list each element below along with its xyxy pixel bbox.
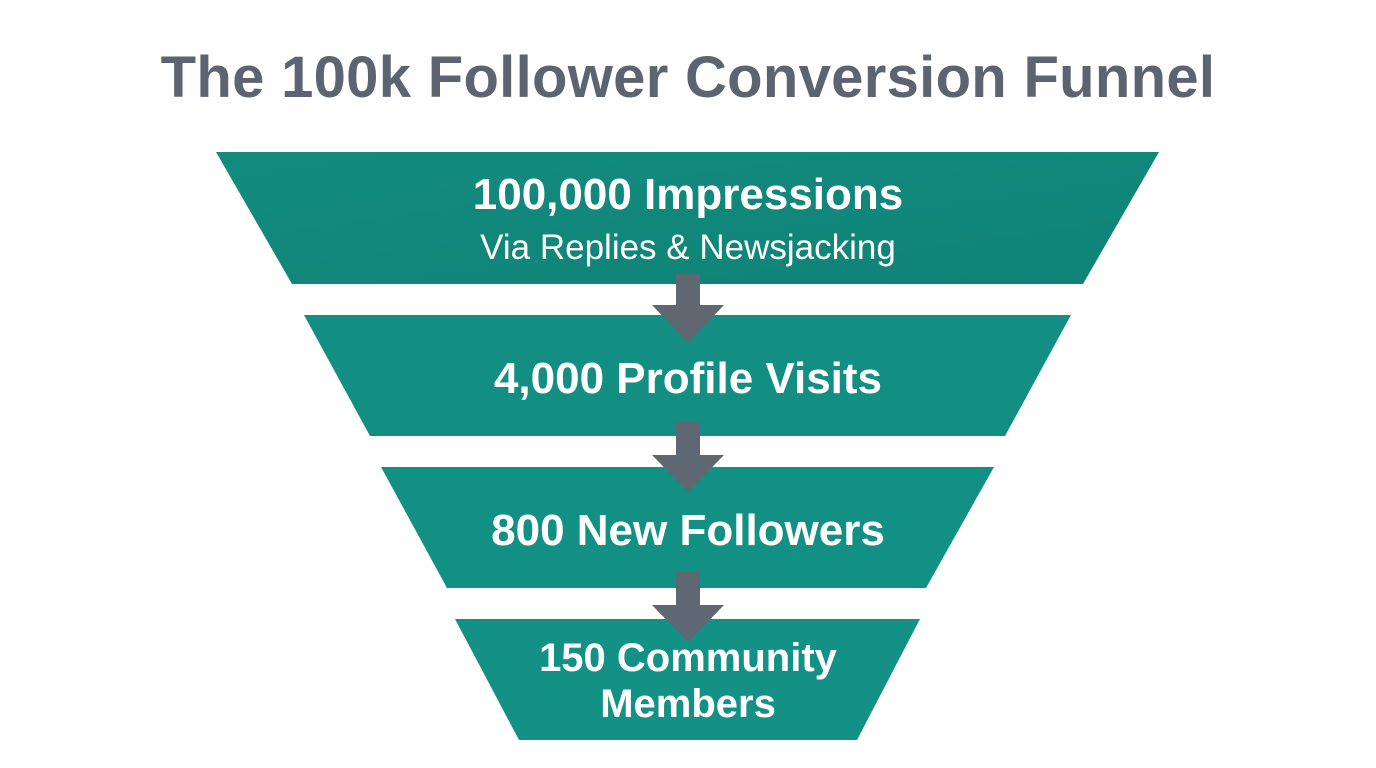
down-arrow-icon	[652, 422, 724, 492]
funnel-stage-3	[381, 467, 994, 588]
stage-4-label-line2: Members	[600, 682, 776, 726]
funnel-stage-4	[455, 619, 920, 740]
stage-3-label: 800 New Followers	[491, 506, 885, 555]
stage-1-label: 100,000 Impressions	[472, 170, 904, 219]
down-arrow-icon	[652, 572, 724, 642]
funnel-stage-2	[304, 315, 1071, 436]
page-title: The 100k Follower Conversion Funnel	[160, 45, 1216, 110]
stage-2-label: 4,000 Profile Visits	[493, 354, 883, 403]
stage-4-label-line1: 150 Community	[539, 636, 837, 680]
down-arrow-icon	[652, 274, 724, 343]
stage-1-sublabel: Via Replies & Newsjacking	[480, 228, 896, 267]
funnel-stage-1	[216, 152, 1159, 284]
